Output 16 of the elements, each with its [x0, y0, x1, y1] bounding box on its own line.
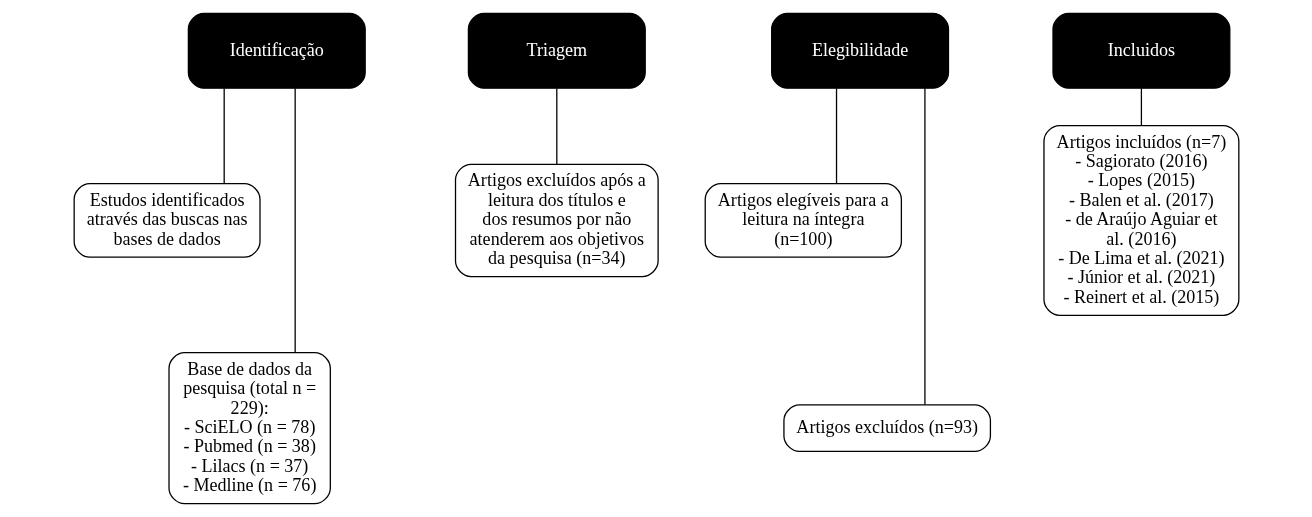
connector [923, 87, 926, 406]
node-box: Incluidos [1051, 12, 1230, 89]
connector [294, 87, 296, 354]
node-box: Triagem [467, 12, 646, 89]
connector [555, 87, 557, 165]
connector [835, 87, 837, 185]
node-box: Artigos excluídos após a leitura dos títulos e dos resumos por não atenderem aos objetivos da pesquisa (n=34) [454, 163, 659, 278]
node-box: Identificação [187, 12, 366, 89]
node-box: Artigos excluídos (n=93) [782, 404, 991, 453]
connector [223, 87, 225, 185]
node-box: Artigos incluídos (n=7) - Sagiorato (2016) - Lopes (2015) - Balen et al. (2017) - de Araújo Aguiar et al. (2016) - De Lima et al. (2021) - Júnior et al. (2021) - Reinert et al. (2015) [1042, 124, 1239, 316]
connector [1140, 87, 1142, 126]
node-box: Elegibilidade [770, 12, 949, 89]
node-box: Base de dados da pesquisa (total n = 229): - SciELO (n = 78) - Pubmed (n = 38) - Lilacs (n = 37) - Medline (n = 76) [167, 352, 331, 505]
node-box: Artigos elegíveis para a leitura na íntegra (n=100) [704, 183, 902, 258]
node-box: Estudos identificados através das buscas nas bases de dados [73, 183, 261, 258]
